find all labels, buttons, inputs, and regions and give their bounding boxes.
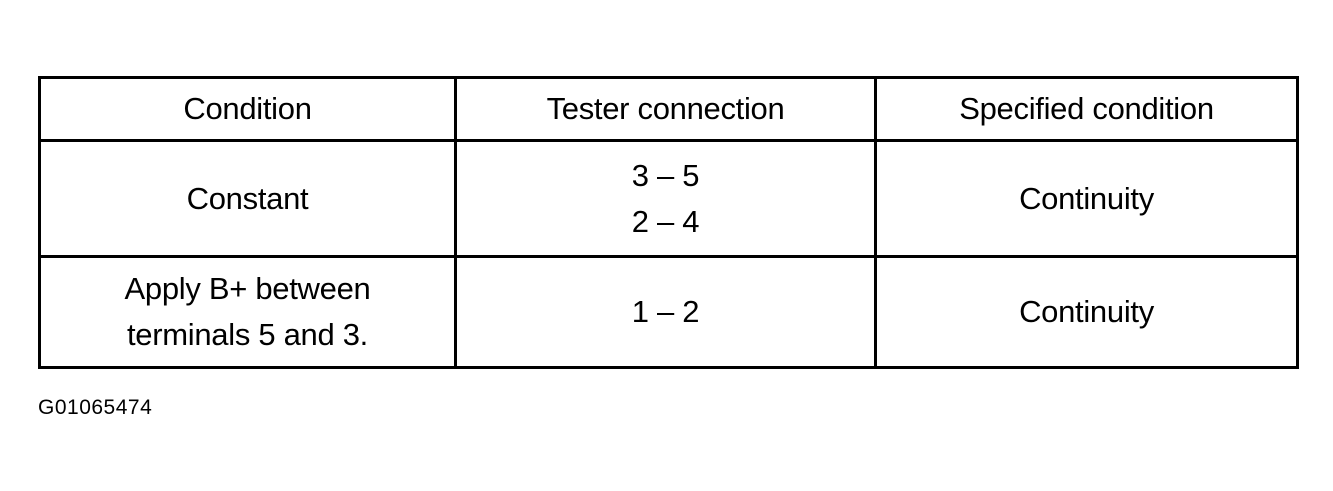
cell-specified-condition: Continuity xyxy=(874,255,1299,369)
cell-tester-connection: 3 – 5 2 – 4 xyxy=(454,139,877,258)
specified-condition-text: Continuity xyxy=(1019,180,1154,216)
condition-text: terminals 5 and 3. xyxy=(126,317,368,352)
table-row: Apply B+ between terminals 5 and 3. 1 – … xyxy=(38,255,1299,369)
cell-tester-connection: 1 – 2 xyxy=(454,255,877,369)
tester-connection-text: 3 – 5 xyxy=(631,157,700,193)
tester-connection-text: 2 – 4 xyxy=(631,203,700,239)
condition-text: Constant xyxy=(186,180,309,216)
tester-connection-text: 1 – 2 xyxy=(631,294,700,329)
specification-table: Condition Tester connection Specified co… xyxy=(38,76,1299,369)
figure-id: G01065474 xyxy=(38,396,153,419)
table-row: Constant 3 – 5 2 – 4 Continuity xyxy=(38,139,1299,258)
header-specified-condition: Specified condition xyxy=(874,76,1299,142)
table-header-row: Condition Tester connection Specified co… xyxy=(38,76,1299,142)
cell-condition: Apply B+ between terminals 5 and 3. xyxy=(38,255,457,369)
specified-condition-text: Continuity xyxy=(1019,294,1154,329)
cell-specified-condition: Continuity xyxy=(874,139,1299,258)
header-tester-connection: Tester connection xyxy=(454,76,877,142)
condition-text: Apply B+ between xyxy=(124,271,371,306)
header-condition: Condition xyxy=(38,76,457,142)
cell-condition: Constant xyxy=(38,139,457,258)
